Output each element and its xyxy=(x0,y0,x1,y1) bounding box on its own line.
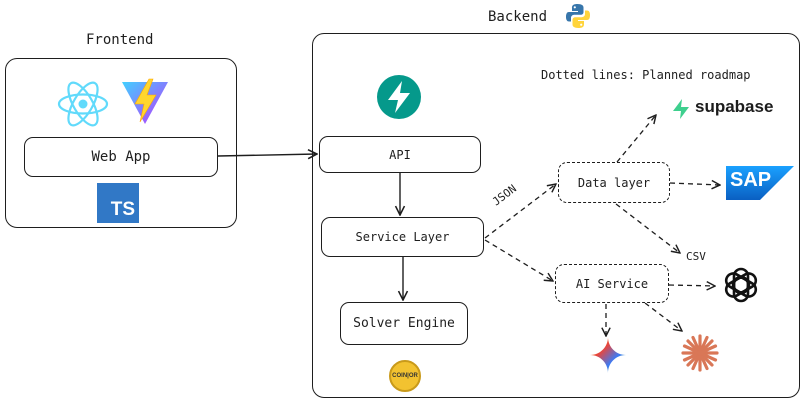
api-label: API xyxy=(389,147,411,162)
data-layer-node[interactable]: Data layer xyxy=(558,162,670,203)
api-node[interactable]: API xyxy=(319,136,481,173)
service-layer-label: Service Layer xyxy=(355,230,450,244)
webapp-to-api-edge xyxy=(217,154,317,156)
sap-wordmark: SAP xyxy=(730,169,772,191)
datalayer-to-sap-edge xyxy=(669,183,720,185)
typescript-badge-text: TS xyxy=(110,199,135,220)
ai-service-label: AI Service xyxy=(575,276,649,291)
sap-icon xyxy=(726,166,794,200)
supabase-icon xyxy=(673,99,689,119)
web-app-label: Web App xyxy=(91,149,151,165)
coin-or-logo-text: COIN|OR xyxy=(392,373,418,379)
roadmap-note: Dotted lines: Planned roadmap xyxy=(541,68,751,82)
coin-or-icon: COIN|OR xyxy=(389,360,421,392)
service-to-aiservice-edge xyxy=(484,239,553,281)
gemini-icon xyxy=(590,337,626,373)
data-layer-label: Data layer xyxy=(577,175,651,190)
backend-title: Backend xyxy=(488,9,548,25)
csv-label: CSV xyxy=(686,250,706,263)
solver-engine-node[interactable]: Solver Engine xyxy=(340,302,468,345)
supabase-wordmark: supabase xyxy=(695,97,774,116)
vite-icon xyxy=(122,78,168,124)
web-app-node[interactable]: Web App xyxy=(24,137,218,177)
python-icon xyxy=(566,4,590,28)
datalayer-to-csv-edge xyxy=(615,203,680,253)
fastapi-icon xyxy=(377,75,421,119)
aiservice-to-openai-edge xyxy=(668,285,715,286)
datalayer-to-supabase-edge xyxy=(616,115,656,163)
claude-icon xyxy=(681,334,719,372)
aiservice-to-claude-edge xyxy=(644,302,682,331)
service-layer-node[interactable]: Service Layer xyxy=(321,217,484,257)
ai-service-node[interactable]: AI Service xyxy=(555,264,669,303)
typescript-icon: TS xyxy=(97,183,139,223)
openai-icon xyxy=(724,267,758,303)
solver-engine-label: Solver Engine xyxy=(353,316,455,331)
frontend-title: Frontend xyxy=(86,32,154,48)
react-icon xyxy=(57,81,109,127)
service-to-datalayer-edge xyxy=(484,184,556,239)
